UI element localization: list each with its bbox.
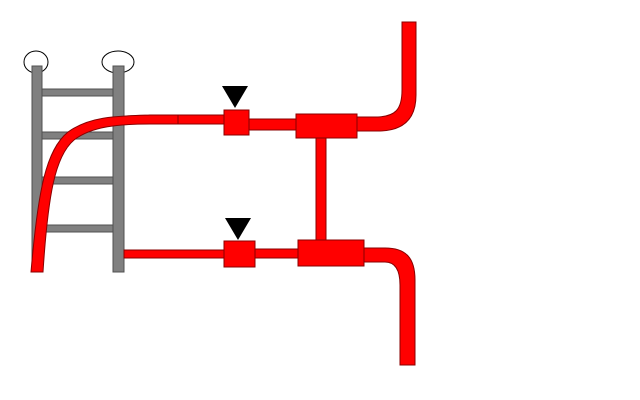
upper-line [30,21,417,273]
lower-pipe-segment-2 [254,248,300,259]
upper-outlet-elbow [356,21,417,132]
upper-manifold [295,113,358,139]
lower-manifold [297,239,365,267]
upper-pipe-segment-2 [248,118,297,131]
ladder-right-rail [112,65,125,273]
upper-valve [223,109,250,136]
ladder-rung-4 [41,224,114,233]
lower-outlet-elbow [363,247,416,366]
lower-pipe-segment-1 [123,249,225,259]
upper-valve-marker-icon [222,86,248,108]
ladder-rung-1 [41,88,114,97]
lower-valve-marker-icon [225,218,251,240]
lower-line [123,218,416,366]
lower-valve [223,240,256,268]
upper-pipe-segment-1 [177,114,226,125]
ladder-rung-3 [41,176,114,185]
vertical-connector-pipe [315,137,327,242]
